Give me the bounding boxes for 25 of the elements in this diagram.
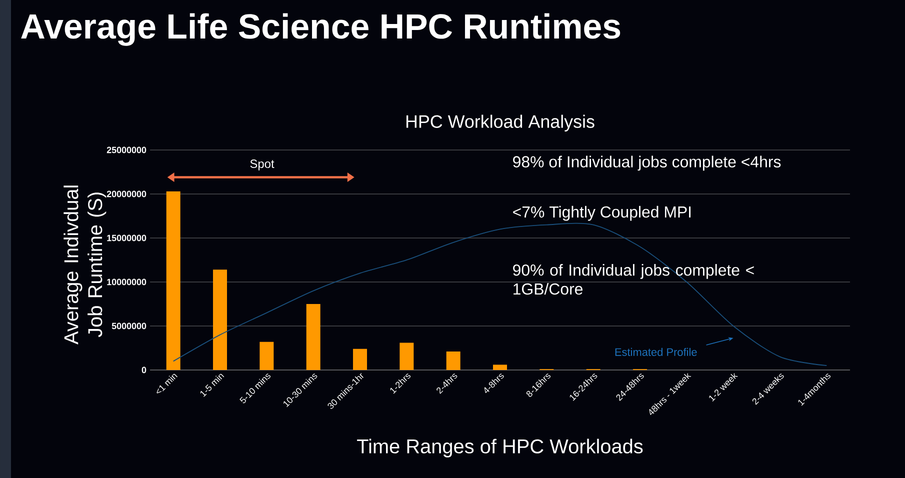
tick-label: 10000000 — [107, 278, 146, 286]
tick-label: 5000000 — [112, 322, 146, 330]
axis-title: Time Ranges of HPC Workloads — [357, 438, 643, 458]
annotation: 98% of Individual jobs complete <4hrs — [513, 156, 781, 171]
annotation: Spot — [250, 160, 274, 170]
tick-label: 20000000 — [106, 190, 146, 198]
bar — [493, 364, 508, 370]
bar — [446, 352, 460, 370]
annotation: <7% Tightly Coupled MPI — [513, 206, 691, 221]
bar — [353, 348, 368, 370]
annotation: 90% of Individual jobs complete < 1GB/Core — [513, 264, 754, 295]
axis-title: Average Indivdual Job Runtime (S) — [64, 186, 106, 344]
bar — [166, 191, 180, 370]
bar — [306, 304, 320, 370]
tick-label: 1-5 min — [200, 374, 224, 397]
bar — [400, 342, 414, 370]
tick-label: <1 min — [156, 374, 178, 394]
tick-label: 25000000 — [106, 146, 146, 154]
tick-label: 15000000 — [107, 234, 146, 242]
annotation: Estimated Profile — [615, 348, 697, 356]
tick-label: 0 — [142, 366, 146, 374]
bar — [213, 270, 228, 370]
bar — [260, 342, 274, 370]
chart-title: HPC Workload Analysis — [406, 114, 594, 132]
slide-title: Average Life Science HPC Runtimes — [21, 13, 620, 46]
